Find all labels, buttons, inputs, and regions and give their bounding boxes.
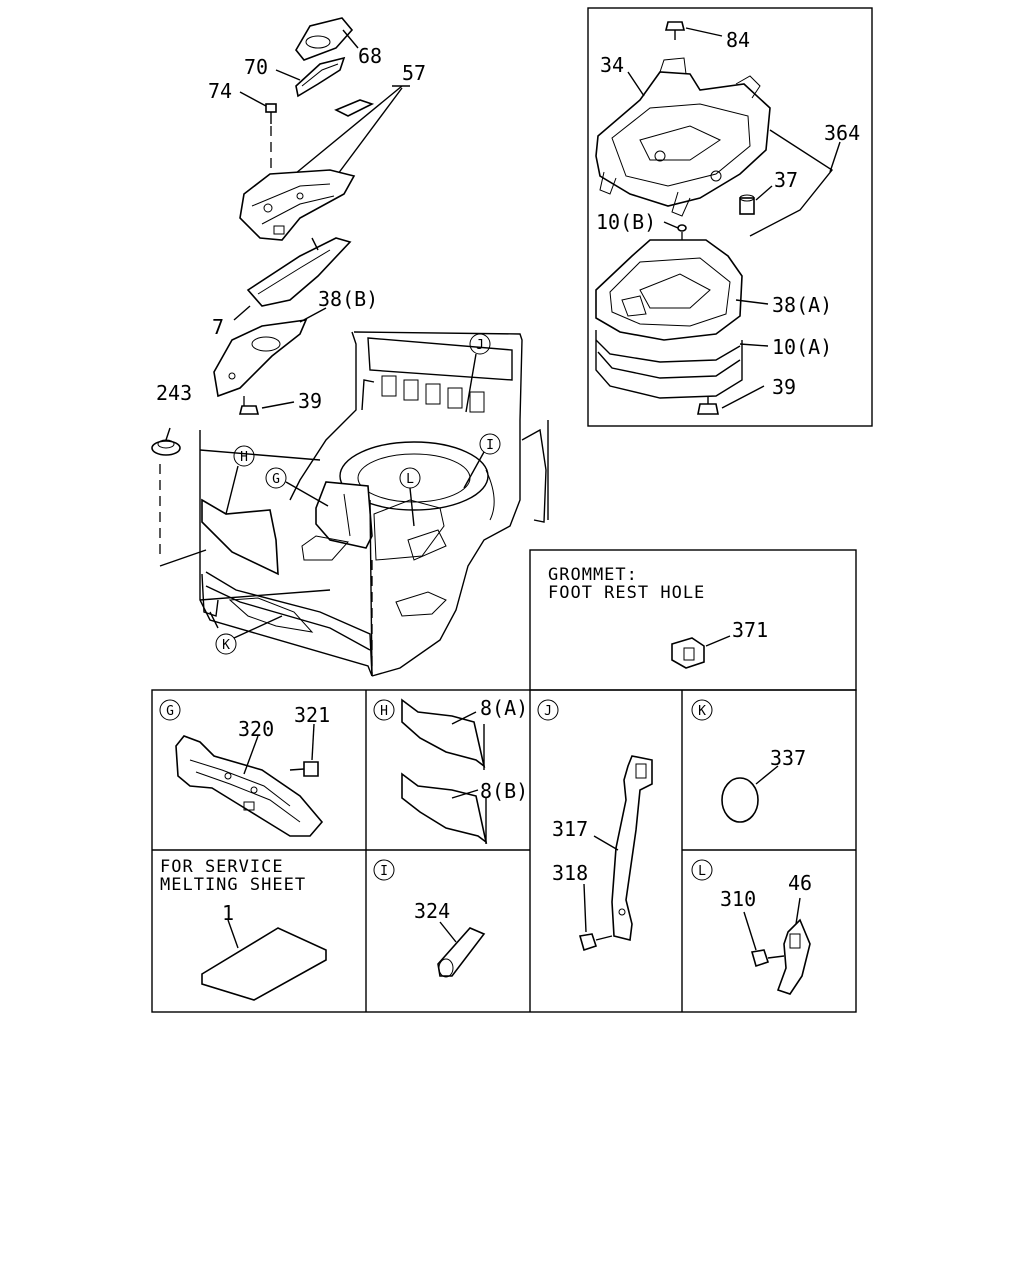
label-10b: 10(B) <box>596 210 656 234</box>
label-317: 317 <box>552 817 588 841</box>
callout-L: L <box>399 467 421 527</box>
callout-K-label: K <box>222 638 230 653</box>
bolt-74 <box>239 91 277 178</box>
label-57: 57 <box>402 61 426 85</box>
service-line1: FOR SERVICE <box>160 857 284 877</box>
panel-K-letter: K <box>698 704 706 719</box>
part-38b-pad <box>213 307 327 398</box>
panel-J-letter: J <box>544 704 552 719</box>
label-310: 310 <box>720 887 756 911</box>
panel-I-letter: I <box>380 864 388 879</box>
callout-H: H <box>225 445 255 515</box>
leader-57 <box>289 85 403 179</box>
callout-J-label: J <box>476 338 484 353</box>
upper-bracket <box>239 169 356 241</box>
label-74: 74 <box>208 79 232 103</box>
main-exploded-view: H G J I L K 68 70 57 <box>151 17 549 677</box>
label-38a: 38(A) <box>772 293 832 317</box>
label-38b: 38(B) <box>318 287 378 311</box>
label-321: 321 <box>294 703 330 727</box>
label-371: 371 <box>732 618 768 642</box>
label-68: 68 <box>358 44 382 68</box>
label-8a: 8(A) <box>480 696 528 720</box>
label-39: 39 <box>298 389 322 413</box>
panel-L-letter: L <box>698 864 706 879</box>
label-37: 37 <box>774 168 798 192</box>
spare-tire-inset: 84 34 364 37 10(B) 38(A) 10(A) 39 <box>587 7 873 427</box>
label-84: 84 <box>726 28 750 52</box>
label-70: 70 <box>244 55 268 79</box>
detail-grid <box>151 689 857 1013</box>
service-line2: MELTING SHEET <box>160 875 306 895</box>
part-7-strip <box>246 237 352 307</box>
label-10a: 10(A) <box>772 335 832 359</box>
label-7: 7 <box>212 315 224 339</box>
label-243: 243 <box>156 381 192 405</box>
panel-H: H 8(A) 8(B) <box>373 696 528 844</box>
panel-G-letter: G <box>166 704 174 719</box>
panel-G: G 320 321 <box>159 699 330 837</box>
panel-J: J 317 318 <box>537 699 653 952</box>
panel-K: K 337 <box>691 699 806 823</box>
label-1: 1 <box>222 901 234 925</box>
part-68 <box>295 17 359 61</box>
label-337: 337 <box>770 746 806 770</box>
callout-K: K <box>215 615 283 655</box>
panel-I: I 324 <box>373 859 486 978</box>
callout-I-label: I <box>486 438 494 453</box>
callout-J: J <box>465 333 491 413</box>
callout-I: I <box>463 433 501 489</box>
label-46: 46 <box>788 871 812 895</box>
label-318: 318 <box>552 861 588 885</box>
label-324: 324 <box>414 899 450 923</box>
panel-service: FOR SERVICE MELTING SHEET 1 <box>160 857 327 1001</box>
callout-L-label: L <box>406 472 414 487</box>
clip-39 <box>238 396 295 415</box>
callout-H-label: H <box>240 450 248 465</box>
label-320: 320 <box>238 717 274 741</box>
callout-G: G <box>265 467 329 507</box>
grommet-title-line1: GROMMET: <box>548 565 638 585</box>
grommet-box: GROMMET: FOOT REST HOLE 371 <box>529 549 857 691</box>
grommet-243 <box>151 427 207 567</box>
grommet-title-line2: FOOT REST HOLE <box>548 583 705 603</box>
panel-H-letter: H <box>380 704 388 719</box>
floor-body <box>199 331 549 677</box>
label-34: 34 <box>600 53 624 77</box>
part-70 <box>275 56 346 98</box>
callout-G-label: G <box>272 472 280 487</box>
label-39-inset: 39 <box>772 375 796 399</box>
panel-L: L 310 46 <box>691 859 812 995</box>
label-8b: 8(B) <box>480 779 528 803</box>
label-364: 364 <box>824 121 860 145</box>
